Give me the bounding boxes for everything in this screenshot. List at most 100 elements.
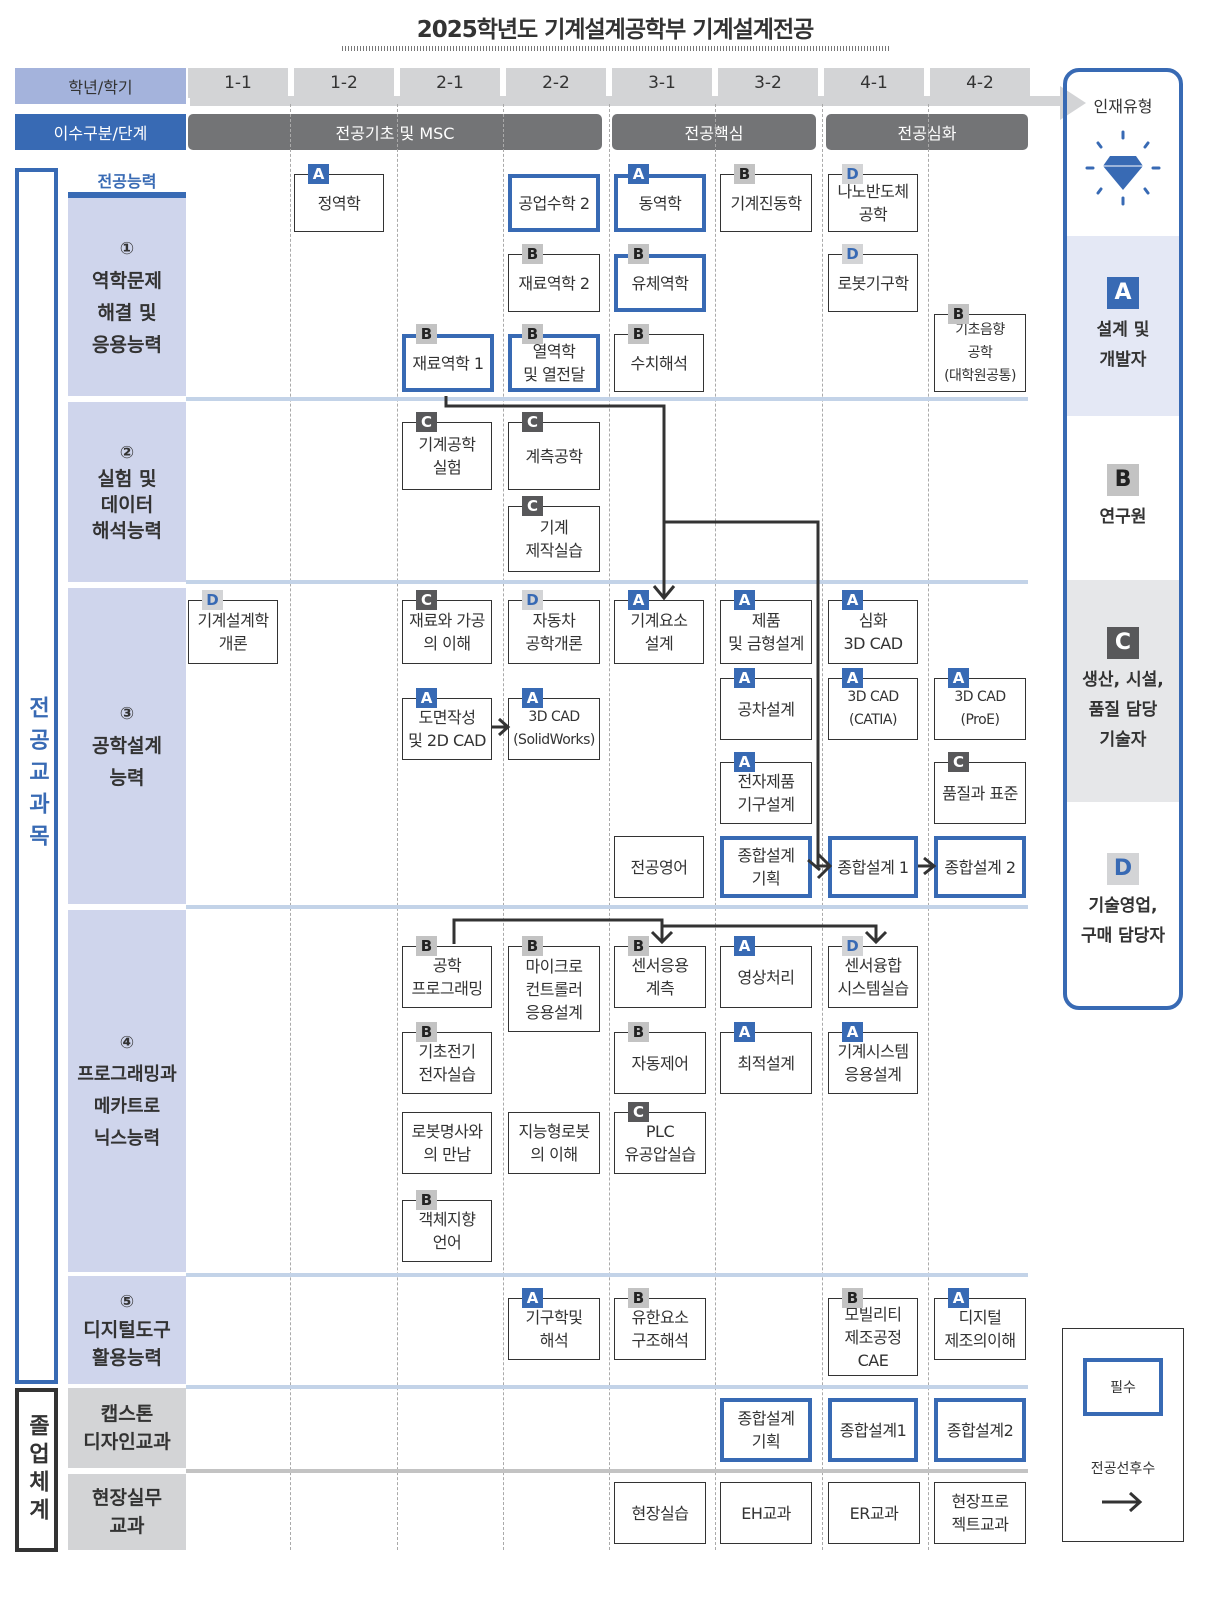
course-name: 유체역학 bbox=[631, 273, 689, 293]
semester-1-2: 1-2 bbox=[294, 68, 394, 98]
course-name: 3D CAD (CATIA) bbox=[847, 689, 899, 728]
course-name: 유한요소 구조해석 bbox=[631, 1308, 689, 1350]
column-divider bbox=[928, 104, 929, 1550]
course-name: 종합설계2 bbox=[946, 1420, 1014, 1440]
course-box: 도면작성 및 2D CAD bbox=[402, 698, 492, 760]
course-name: 3D CAD (SolidWorks) bbox=[513, 709, 595, 748]
course-box: 기구학및 해석 bbox=[508, 1298, 600, 1360]
course-name: 로봇명사와 의 만남 bbox=[411, 1122, 483, 1164]
course-name: 기초음향 공학 (대학원공통) bbox=[944, 321, 1016, 384]
course-name: 공차설계 bbox=[737, 699, 795, 719]
course-name: 심화 3D CAD bbox=[843, 611, 903, 653]
course-name: 기계진동학 bbox=[730, 193, 802, 213]
course-box: 현장실습 bbox=[614, 1482, 706, 1544]
talent-type-badge: A bbox=[842, 590, 863, 610]
talent-type-badge: B bbox=[522, 244, 543, 264]
course-box: 3D CAD (ProE) bbox=[934, 678, 1026, 740]
prerequisite-line bbox=[662, 924, 878, 942]
course-name: 기초전기 전자실습 bbox=[418, 1042, 476, 1084]
course-name: 전자제품 기구설계 bbox=[737, 772, 795, 814]
course-box: 지능형로봇 의 이해 bbox=[508, 1112, 600, 1174]
course-box: EH교과 bbox=[720, 1482, 812, 1544]
talent-type-badge: B bbox=[734, 164, 755, 184]
course-name: 기구학및 해석 bbox=[525, 1308, 583, 1350]
page-title: 2025학년도 기계설계공학부 기계설계전공 bbox=[416, 17, 815, 43]
course-name: 재료역학 2 bbox=[518, 273, 590, 293]
row-divider bbox=[186, 1469, 1028, 1473]
talent-type-badge: B bbox=[628, 936, 649, 956]
course-name: 수치해석 bbox=[630, 353, 688, 373]
stage-header-label: 이수구분/단계 bbox=[15, 114, 186, 150]
talent-type-badge: B bbox=[522, 324, 543, 344]
category-label: 캡스톤 디자인교과 bbox=[83, 1403, 171, 1453]
talent-type-badge: C bbox=[416, 412, 437, 432]
course-box: 3D CAD (SolidWorks) bbox=[508, 698, 600, 760]
talent-type-badge: A bbox=[734, 752, 755, 772]
semester-header-label: 학년/학기 bbox=[15, 68, 186, 104]
course-box: ER교과 bbox=[828, 1482, 920, 1544]
talent-type-badge: A bbox=[734, 1022, 755, 1042]
row-divider bbox=[186, 580, 1028, 584]
major-courses-label: 전공교과목 bbox=[24, 696, 50, 856]
arrow-right-icon bbox=[1102, 1491, 1143, 1513]
course-name: 전공영어 bbox=[630, 857, 688, 877]
category-label: 현장실무 교과 bbox=[92, 1487, 162, 1537]
talent-type-A: A 설계 및 개발자 bbox=[1067, 236, 1179, 416]
talent-type-badge: B bbox=[416, 1022, 437, 1042]
arrow-head-icon bbox=[864, 930, 888, 945]
semester-3-2: 3-2 bbox=[718, 68, 818, 98]
course-box: 공학 프로그래밍 bbox=[402, 946, 492, 1008]
category-number: ③ bbox=[119, 704, 135, 724]
course-name: 센서융합 시스템실습 bbox=[837, 956, 909, 998]
category-field-practice: 현장실무 교과 bbox=[68, 1474, 186, 1550]
course-name: ER교과 bbox=[849, 1503, 899, 1523]
course-box: 유체역학 bbox=[614, 254, 706, 312]
legend bbox=[1062, 1328, 1184, 1542]
category-number: ⑤ bbox=[119, 1292, 135, 1312]
arrow-head-icon bbox=[807, 858, 821, 872]
course-box: 기초음향 공학 (대학원공통) bbox=[934, 314, 1026, 392]
course-name: 종합설계 기획 bbox=[737, 1409, 795, 1451]
ability-header: 전공능력 bbox=[97, 172, 157, 191]
talent-label: 기술영업, 구매 담당자 bbox=[1080, 896, 1166, 946]
category-label: 프로그래밍과 메카트로 닉스능력 bbox=[77, 1064, 177, 1149]
course-name: 정역학 bbox=[317, 193, 361, 213]
talent-type-badge: A bbox=[842, 668, 863, 688]
column-divider bbox=[503, 104, 504, 1550]
course-box: 종합설계 2 bbox=[934, 836, 1026, 898]
course-name: 기계공학 실험 bbox=[418, 435, 476, 477]
course-name: PLC 유공압실습 bbox=[624, 1122, 696, 1164]
talent-type-badge: B bbox=[416, 936, 437, 956]
talent-type-badge: B bbox=[416, 1190, 437, 1210]
graduation-group-label: 졸업체계 bbox=[24, 1414, 50, 1526]
talent-type-badge: D bbox=[842, 936, 863, 956]
talent-type-badge: D bbox=[522, 590, 543, 610]
talent-type-badge: A bbox=[416, 688, 437, 708]
course-box: 기계진동학 bbox=[720, 174, 812, 232]
category-number: ② bbox=[119, 443, 135, 463]
talent-type-badge: B bbox=[416, 324, 437, 344]
talent-badge: A bbox=[1107, 277, 1139, 309]
course-name: 기계 제작실습 bbox=[525, 518, 583, 560]
talent-type-badge: A bbox=[522, 1288, 543, 1308]
course-name: EH교과 bbox=[741, 1503, 791, 1523]
legend-required: 필수 bbox=[1083, 1358, 1163, 1416]
course-box: 제품 및 금형설계 bbox=[720, 600, 812, 664]
column-divider bbox=[609, 104, 610, 1550]
course-box: 공차설계 bbox=[720, 678, 812, 740]
course-name: 종합설계 2 bbox=[944, 857, 1016, 877]
course-name: 자동차 공학개론 bbox=[525, 611, 583, 653]
course-name: 동역학 bbox=[638, 193, 682, 213]
arrow-head-icon bbox=[923, 856, 937, 876]
talent-label: 설계 및 개발자 bbox=[1096, 320, 1150, 370]
course-name: 센서응용 계측 bbox=[631, 956, 689, 998]
course-name: 최적설계 bbox=[737, 1053, 795, 1073]
talent-type-badge: A bbox=[734, 668, 755, 688]
course-name: 품질과 표준 bbox=[942, 783, 1018, 803]
talent-badge: C bbox=[1107, 627, 1139, 659]
course-box: 모빌리티 제조공정 CAE bbox=[828, 1298, 918, 1376]
course-box: 재료역학 2 bbox=[508, 254, 600, 312]
semester-4-2: 4-2 bbox=[930, 68, 1030, 98]
